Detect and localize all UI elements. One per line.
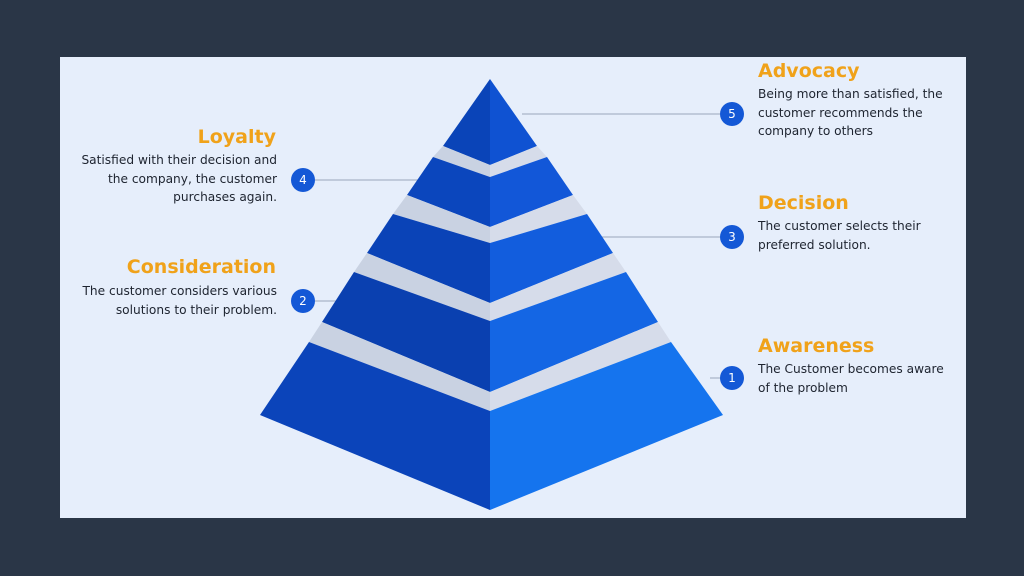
stage-desc-awareness: The Customer becomes aware of the proble… xyxy=(758,360,944,397)
pyramid-diagram xyxy=(260,79,725,510)
stage-desc-decision: The customer selects their preferred sol… xyxy=(758,217,921,254)
stage-number-4: 4 xyxy=(291,168,315,192)
stage-desc-line: preferred solution. xyxy=(758,237,871,252)
stage-desc-line: The customer selects their xyxy=(758,219,921,233)
stage-desc-line: Being more than satisfied, the xyxy=(758,87,943,101)
stage-number-3: 3 xyxy=(720,225,744,249)
stage-number-2: 2 xyxy=(291,289,315,313)
pyramid-level-decision xyxy=(367,214,613,303)
stage-desc-line: company to others xyxy=(758,124,873,138)
stage-desc-line: customer recommends the xyxy=(758,105,923,120)
stage-number-1: 1 xyxy=(720,366,744,390)
pyramid-level-awareness xyxy=(260,342,723,510)
pyramid-level-consideration xyxy=(322,272,658,392)
stage-title-advocacy: Advocacy xyxy=(758,60,860,82)
stage-desc-line: The Customer becomes aware xyxy=(758,362,944,376)
pyramid-level-advocacy xyxy=(443,79,537,165)
stage-title-loyalty: Loyalty xyxy=(197,126,276,148)
stage-desc-line: The customer considers various xyxy=(82,284,277,298)
stage-desc-loyalty: Satisfied with their decision and the co… xyxy=(60,151,277,207)
pyramid-level-loyalty xyxy=(407,157,573,227)
stage-desc-line: of the problem xyxy=(758,380,848,395)
stage-title-consideration: Consideration xyxy=(126,256,276,278)
stage-desc-advocacy: Being more than satisfied, the customer … xyxy=(758,85,943,141)
stage-desc-line: solutions to their problem. xyxy=(115,302,277,317)
pyramid-separator xyxy=(354,253,626,321)
diagram-panel: 5 Advocacy Being more than satisfied, th… xyxy=(60,57,966,518)
stage-desc-line: purchases again. xyxy=(173,190,277,204)
pyramid-separator xyxy=(433,146,547,177)
stage-desc-line: Satisfied with their decision and xyxy=(81,153,277,167)
stage-desc-consideration: The customer considers various solutions… xyxy=(60,282,277,319)
pyramid-separator xyxy=(309,322,671,411)
pyramid-separator xyxy=(393,195,587,243)
stage-desc-line: the company, the customer xyxy=(107,171,277,186)
stage-title-awareness: Awareness xyxy=(758,335,875,357)
stage-title-decision: Decision xyxy=(758,192,849,214)
stage-number-5: 5 xyxy=(720,102,744,126)
